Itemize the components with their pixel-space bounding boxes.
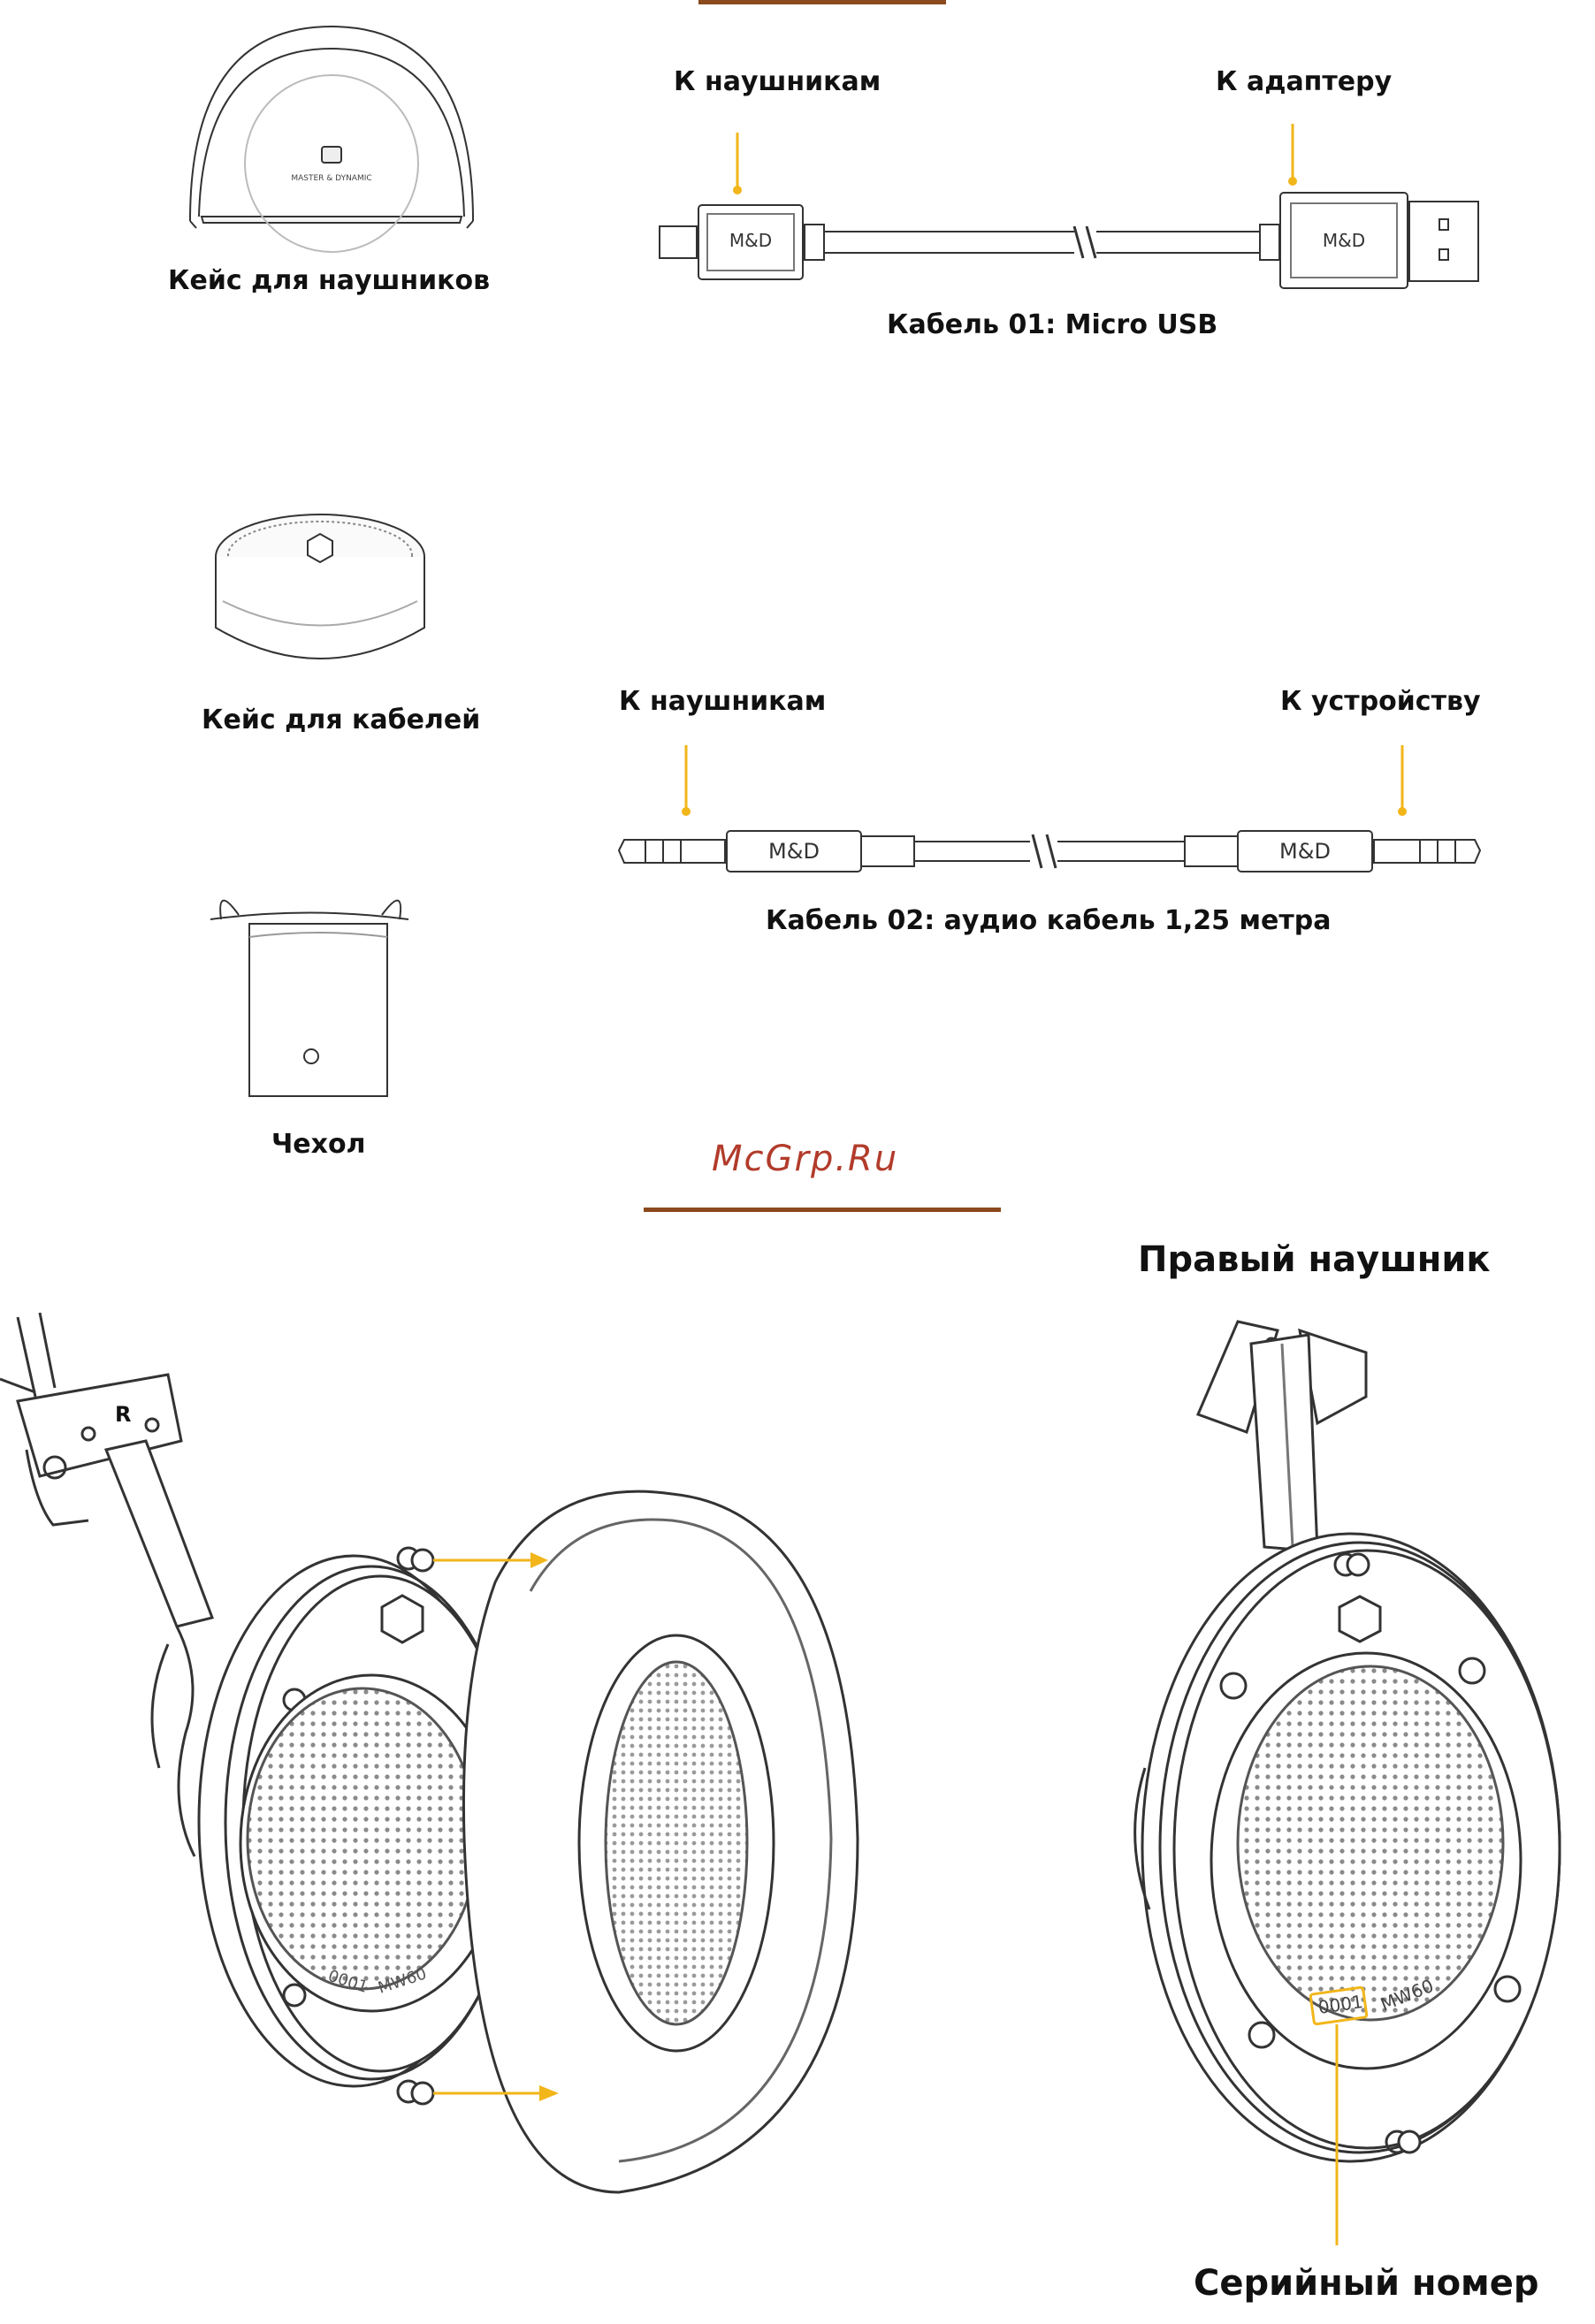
cable-02-to-device-label: К устройству [1280, 686, 1481, 717]
case-branding-text: MASTER & DYNAMIC [291, 174, 371, 183]
watermark: McGrp.Ru [712, 1139, 898, 1179]
cable-01-left-mark: M&D [729, 230, 772, 251]
headphone-case-illustration: MASTER & DYNAMIC [190, 27, 473, 252]
serial-number-label: Серийный номер [1194, 2263, 1539, 2304]
side-letter-r: R [115, 1402, 131, 1427]
cable-02-caption: Кабель 02: аудио кабель 1,25 метра [766, 905, 1331, 936]
cable-case-label: Кейс для кабелей [202, 705, 480, 735]
cable-01-to-headphones-label: К наушникам [674, 66, 881, 97]
cable-01-caption: Кабель 01: Micro USB [887, 309, 1217, 340]
cable-01-right-mark: M&D [1323, 230, 1365, 251]
cable-02-illustration [619, 745, 1480, 872]
cable-02-right-mark: M&D [1279, 839, 1331, 864]
right-headphone-illustration: 0001 MW60 [1135, 1322, 1560, 2245]
headphone-earpad-illustration: R 0001 MW60 [0, 1313, 858, 2192]
pouch-illustration [210, 901, 408, 1096]
right-headphone-title: Правый наушник [1138, 1239, 1491, 1280]
headphone-case-label: Кейс для наушников [168, 265, 490, 296]
cable-02-to-headphones-label: К наушникам [619, 686, 826, 717]
pouch-label: Чехол [271, 1129, 366, 1160]
cable-01-illustration [660, 124, 1478, 288]
cable-01-to-adapter-label: К адаптеру [1216, 66, 1392, 97]
cable-case-illustration [216, 514, 424, 659]
cable-02-left-mark: M&D [768, 839, 820, 864]
